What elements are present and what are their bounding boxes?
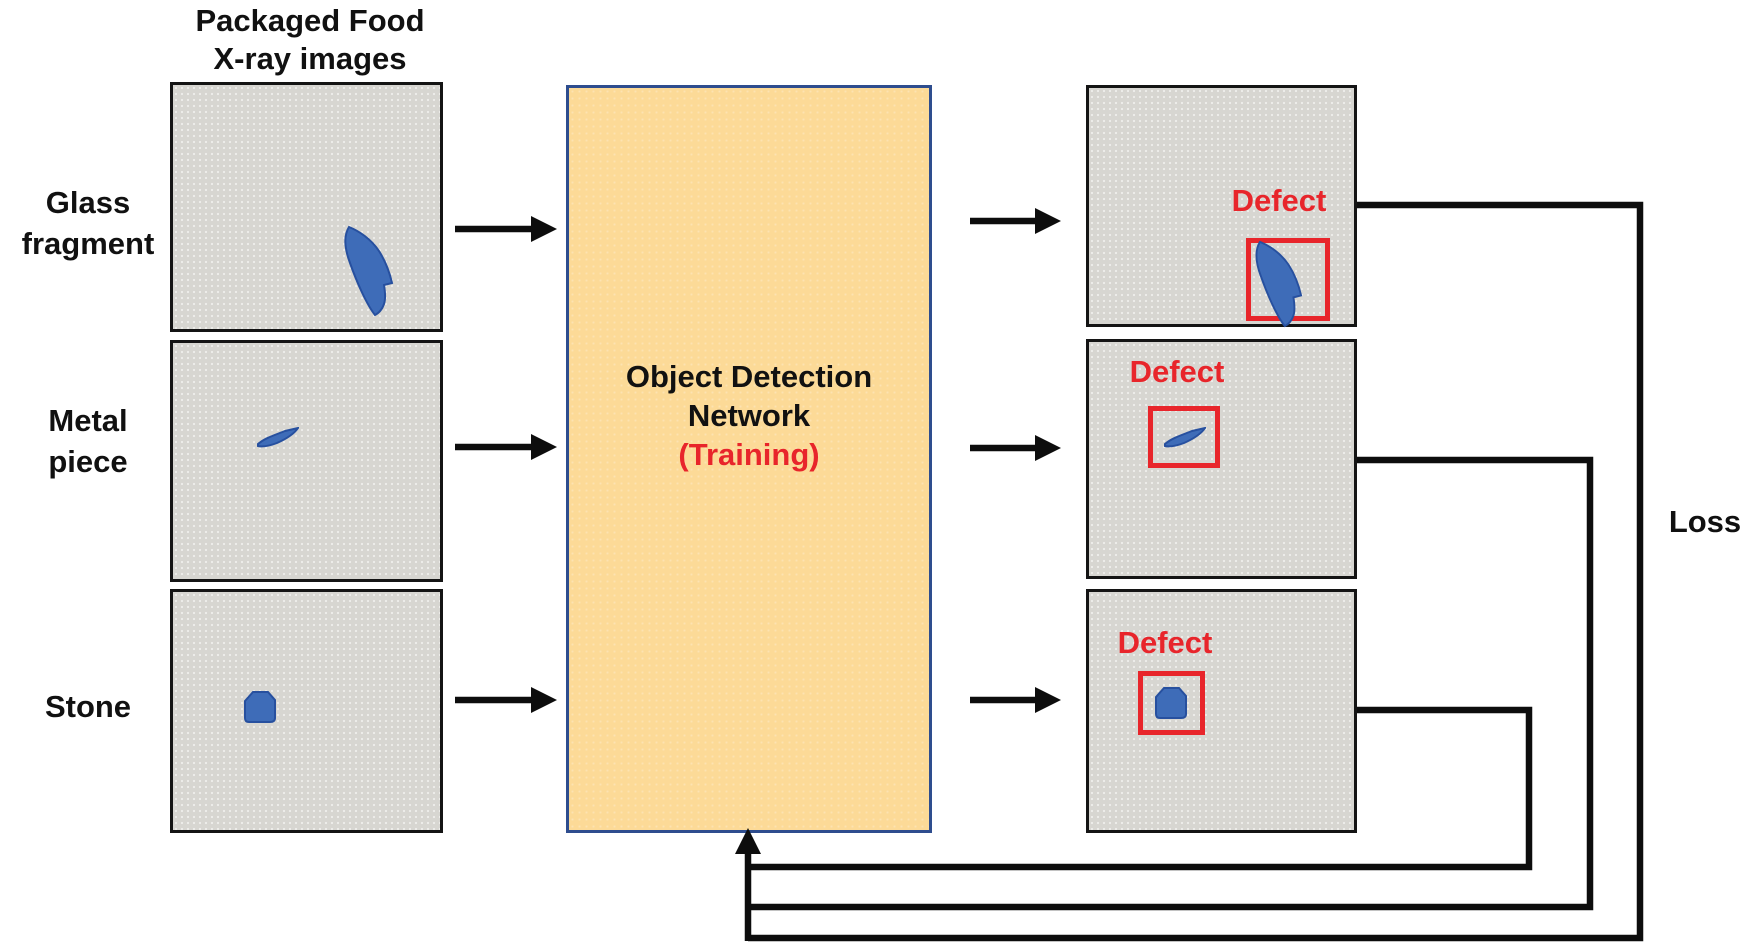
arrow-input-stone-to-network <box>455 687 557 713</box>
arrow-network-to-output-glass <box>970 208 1061 234</box>
arrow-network-to-output-stone <box>970 687 1061 713</box>
row-label-metal-line1: Metal <box>48 403 128 438</box>
stone-shape-input <box>244 691 276 723</box>
row-label-metal-line2: piece <box>48 444 128 479</box>
glass-fragment-shape-input <box>344 225 394 317</box>
stone-icon <box>1155 687 1187 719</box>
output-box-stone: Defect <box>1086 589 1357 833</box>
input-column-title: Packaged Food X-ray images <box>150 2 470 78</box>
stone-shape-output <box>1155 687 1187 719</box>
network-training-line: (Training) <box>678 437 820 472</box>
object-detection-network-box: Object Detection Network (Training) <box>566 85 932 833</box>
row-label-glass-line1: Glass <box>45 185 131 220</box>
arrow-network-to-output-metal <box>970 435 1061 461</box>
glass-fragment-icon <box>344 225 394 317</box>
row-label-glass-fragment: Glass fragment <box>0 182 176 264</box>
network-box-text: Object Detection Network (Training) <box>569 357 929 474</box>
input-xray-box-glass <box>170 82 443 332</box>
stone-icon <box>244 691 276 723</box>
arrow-input-metal-to-network <box>455 434 557 460</box>
row-label-glass-line2: fragment <box>21 226 155 261</box>
input-column-title-line2: X-ray images <box>213 41 407 76</box>
input-xray-box-stone <box>170 589 443 833</box>
network-title-line2: Network <box>687 398 811 433</box>
input-xray-box-metal <box>170 340 443 582</box>
glass-fragment-shape-output <box>1255 240 1303 328</box>
metal-piece-icon <box>257 427 299 448</box>
arrow-loss-to-network <box>735 828 761 941</box>
metal-piece-shape-input <box>257 427 299 448</box>
network-title-line1: Object Detection <box>625 359 873 394</box>
glass-fragment-icon <box>1255 240 1303 328</box>
output-box-metal: Defect <box>1086 339 1357 579</box>
arrow-input-glass-to-network <box>455 216 557 242</box>
row-label-metal-piece: Metal piece <box>0 400 176 482</box>
defect-label-metal: Defect <box>1129 354 1225 389</box>
metal-piece-icon <box>1164 427 1206 448</box>
metal-piece-shape-output <box>1164 427 1206 448</box>
output-box-glass: Defect <box>1086 85 1357 328</box>
loss-label: Loss <box>1668 504 1742 539</box>
defect-label-stone: Defect <box>1117 625 1213 660</box>
input-column-title-line1: Packaged Food <box>195 3 425 38</box>
row-label-stone: Stone <box>0 686 176 727</box>
defect-label-glass: Defect <box>1231 183 1327 218</box>
row-label-stone-line1: Stone <box>44 689 132 724</box>
